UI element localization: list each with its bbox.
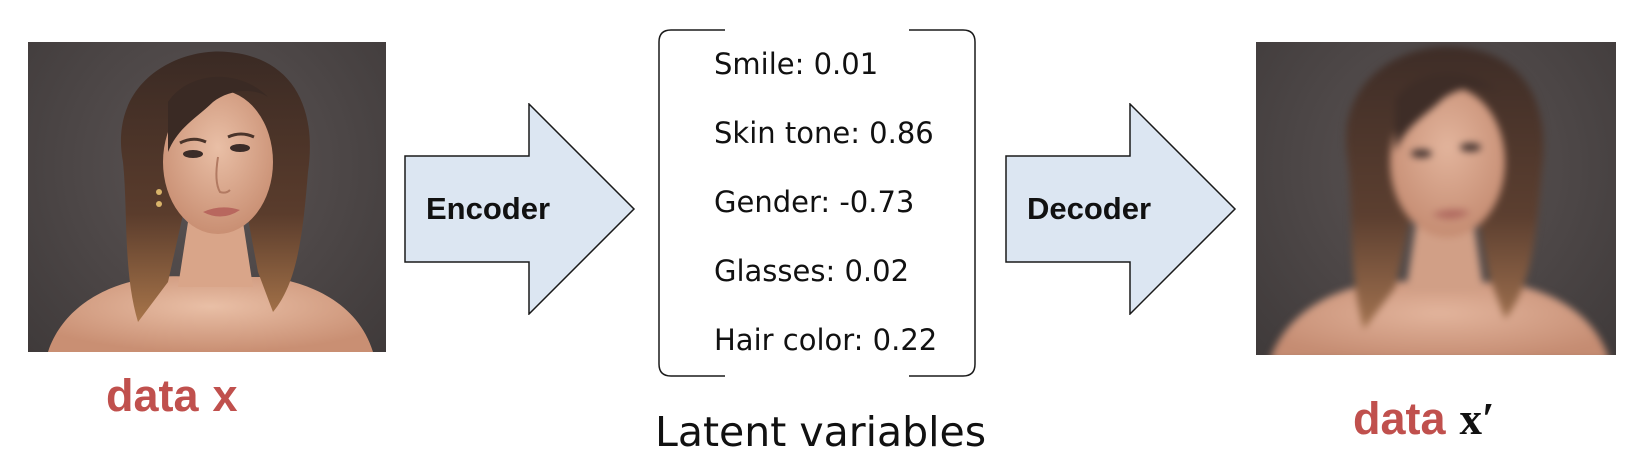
latent-item-smile: Smile: 0.01 [714, 47, 879, 81]
reconstructed-portrait-image [1272, 46, 1608, 355]
latent-variables-title: Latent variables [655, 408, 987, 456]
encoder-label: Encoder [426, 191, 551, 226]
output-caption-variable: x′ [1459, 394, 1495, 444]
latent-item-hair-color: Hair color: 0.22 [714, 323, 938, 357]
output-caption-word: data [1353, 393, 1446, 444]
output-caption: data x′ [1353, 393, 1495, 445]
input-caption-word: data [106, 370, 199, 421]
output-photo [1256, 42, 1616, 355]
input-photo [28, 42, 386, 352]
latent-item-glasses: Glasses: 0.02 [714, 254, 910, 288]
latent-item-gender: Gender: -0.73 [714, 185, 915, 219]
decoder-arrow: Decoder [1005, 103, 1237, 315]
latent-variables-box: Smile: 0.01 Skin tone: 0.86 Gender: -0.7… [657, 28, 977, 388]
latent-item-skin-tone: Skin tone: 0.86 [714, 116, 934, 150]
decoder-label: Decoder [1027, 191, 1152, 226]
portrait-image [48, 51, 373, 352]
encoder-arrow: Encoder [404, 103, 636, 315]
input-caption-variable: x [212, 370, 238, 421]
